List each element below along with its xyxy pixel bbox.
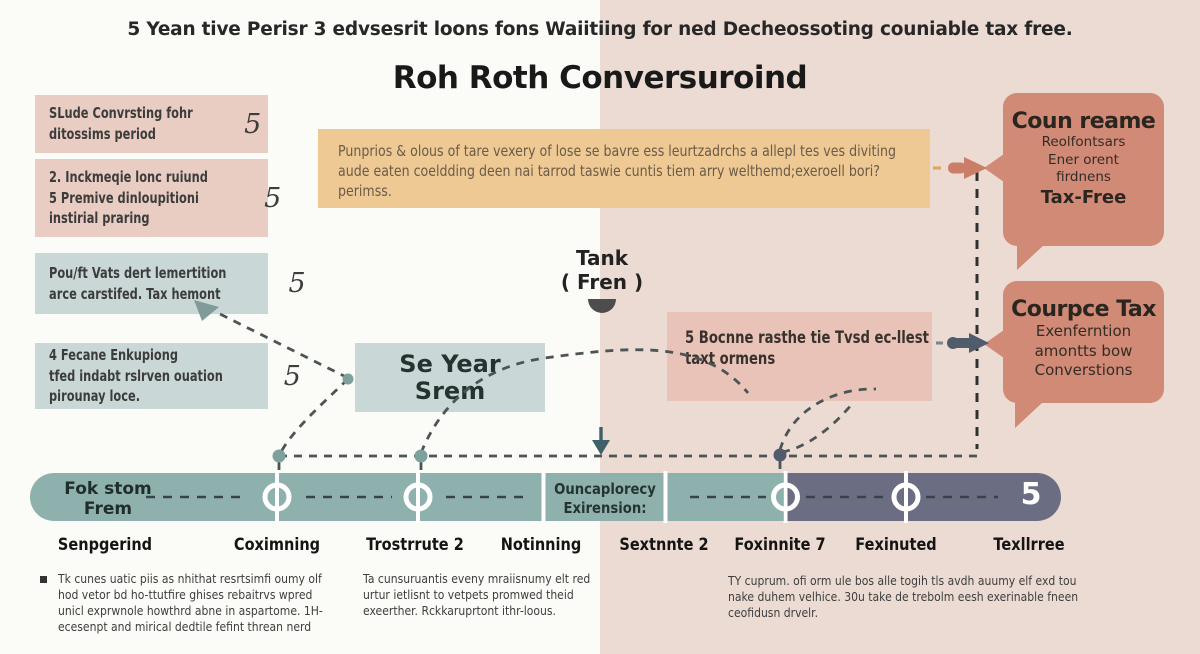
half-disc-icon — [588, 299, 616, 313]
info-box-3-number: 5 — [288, 268, 306, 299]
info-box-1: SLude Convrsting fohr ditossims period 5 — [35, 95, 268, 153]
milestone-label-2: Coximning — [233, 535, 321, 554]
callout-tail-icon — [1015, 402, 1043, 428]
info-box-4: 4 Fecane Enkupiong tfed indabt rslrven o… — [35, 343, 301, 409]
bullet-square-icon — [40, 576, 47, 583]
milestone-label-1: Senpgerind — [57, 535, 153, 554]
info-box-4-text: 4 Fecane Enkupiong tfed indabt rslrven o… — [49, 345, 223, 406]
callout-conversions: Courpce Tax Exenferntion amontts bow Con… — [984, 281, 1164, 428]
callout-left-pointer-icon — [984, 330, 1004, 358]
yellow-note: Punprios & olous of tare vexery of lose … — [318, 129, 930, 208]
footnote-1: Tk cunes uatic piis as nhithat resrtsimf… — [58, 571, 323, 635]
milestone-label-7: Fexinuted — [855, 535, 937, 554]
page-title: Roh Roth Conversuroind — [392, 60, 808, 96]
milestone-label-8: Texllrree — [993, 535, 1065, 554]
info-box-2: 2. Inckmeqie lonc ruiund 5 Premive dinlo… — [35, 159, 281, 237]
footnote-3: TY cuprum. ofi orm ule bos alle togih tl… — [728, 573, 1079, 621]
callout-tail-icon — [1017, 244, 1045, 270]
tank-marker-label: Tank ( Fren ) — [560, 246, 644, 294]
five-year-box: Se Year Srem — [355, 343, 545, 412]
milestone-label-6: Foxinnite 7 — [734, 535, 826, 554]
info-box-3-text: Pou/ft Vats dert lemertition arce carsti… — [49, 263, 227, 303]
info-box-2-text: 2. Inckmeqie lonc ruiund 5 Premive dinlo… — [49, 167, 208, 228]
callout-tax-free: Coun reame Reolfontsars Ener orent firdn… — [984, 93, 1164, 270]
milestone-label-3: Trostrrute 2 — [366, 535, 464, 554]
timeline-extension-label: Ouncaplorecy Exirension: — [554, 480, 656, 517]
callout-left-pointer-icon — [984, 154, 1004, 182]
info-box-4-number: 5 — [283, 360, 301, 392]
subtitle: 5 Yean tive Perisr 3 edvsesrit loons fon… — [127, 19, 1073, 40]
info-box-1-text: SLude Convrsting fohr ditossims period — [49, 104, 193, 143]
info-box-3: Pou/ft Vats dert lemertition arce carsti… — [35, 253, 306, 314]
timeline-end-number: 5 — [1020, 477, 1042, 512]
info-box-1-number: 5 — [244, 108, 262, 140]
info-box-2-number: 5 — [264, 182, 282, 214]
footnote-2: Ta cunsuruantis eveny mraiisnumy elt red… — [363, 571, 591, 619]
timeline-start-label: Fok stom Frem — [64, 479, 152, 520]
milestone-label-4: Notinning — [500, 535, 582, 554]
milestone-label-5: Sextnnte 2 — [619, 535, 709, 554]
notice-box: 5 Bocnne rasthe tie Tvsd ec-llest taxt o… — [667, 312, 932, 401]
